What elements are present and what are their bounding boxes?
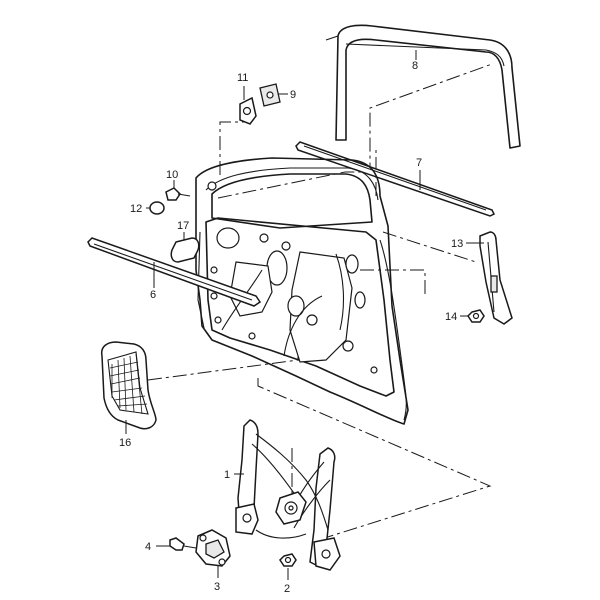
fastener-screw-10 [165,187,191,201]
callout-4: 4 [145,541,151,553]
callout-17: 17 [177,220,189,232]
window-regulator [235,419,341,571]
callout-7: 7 [416,157,422,169]
window-outer-strip [295,141,496,217]
callout-2: 2 [284,583,290,595]
callout-3: 3 [214,581,220,593]
callout-13: 13 [451,238,463,250]
callout-11: 11 [237,72,248,84]
callouts: 8 7 9 11 10 12 17 6 13 14 16 1 4 3 2 [119,60,463,595]
callout-9: 9 [290,89,296,101]
callout-8: 8 [412,60,418,72]
fastener-nut-2 [279,553,297,567]
door-shell [195,157,409,425]
access-panel-mesh [100,341,157,430]
callout-12: 12 [130,203,142,215]
fastener-nut-14 [467,309,485,323]
plug-cover [170,237,200,263]
fastener-screw-4 [169,537,197,551]
window-frame-seal [325,24,521,149]
callout-16: 16 [119,437,131,449]
callout-14: 14 [445,311,457,323]
leader-lines [125,50,484,580]
callout-1: 1 [224,469,230,481]
belt-moulding [87,237,262,307]
plug-12 [149,201,165,215]
window-motor [195,529,231,567]
mirror-bracket [239,83,281,125]
callout-6: 6 [150,289,156,301]
callout-10: 10 [166,169,178,181]
rear-guide-rail [479,231,513,325]
